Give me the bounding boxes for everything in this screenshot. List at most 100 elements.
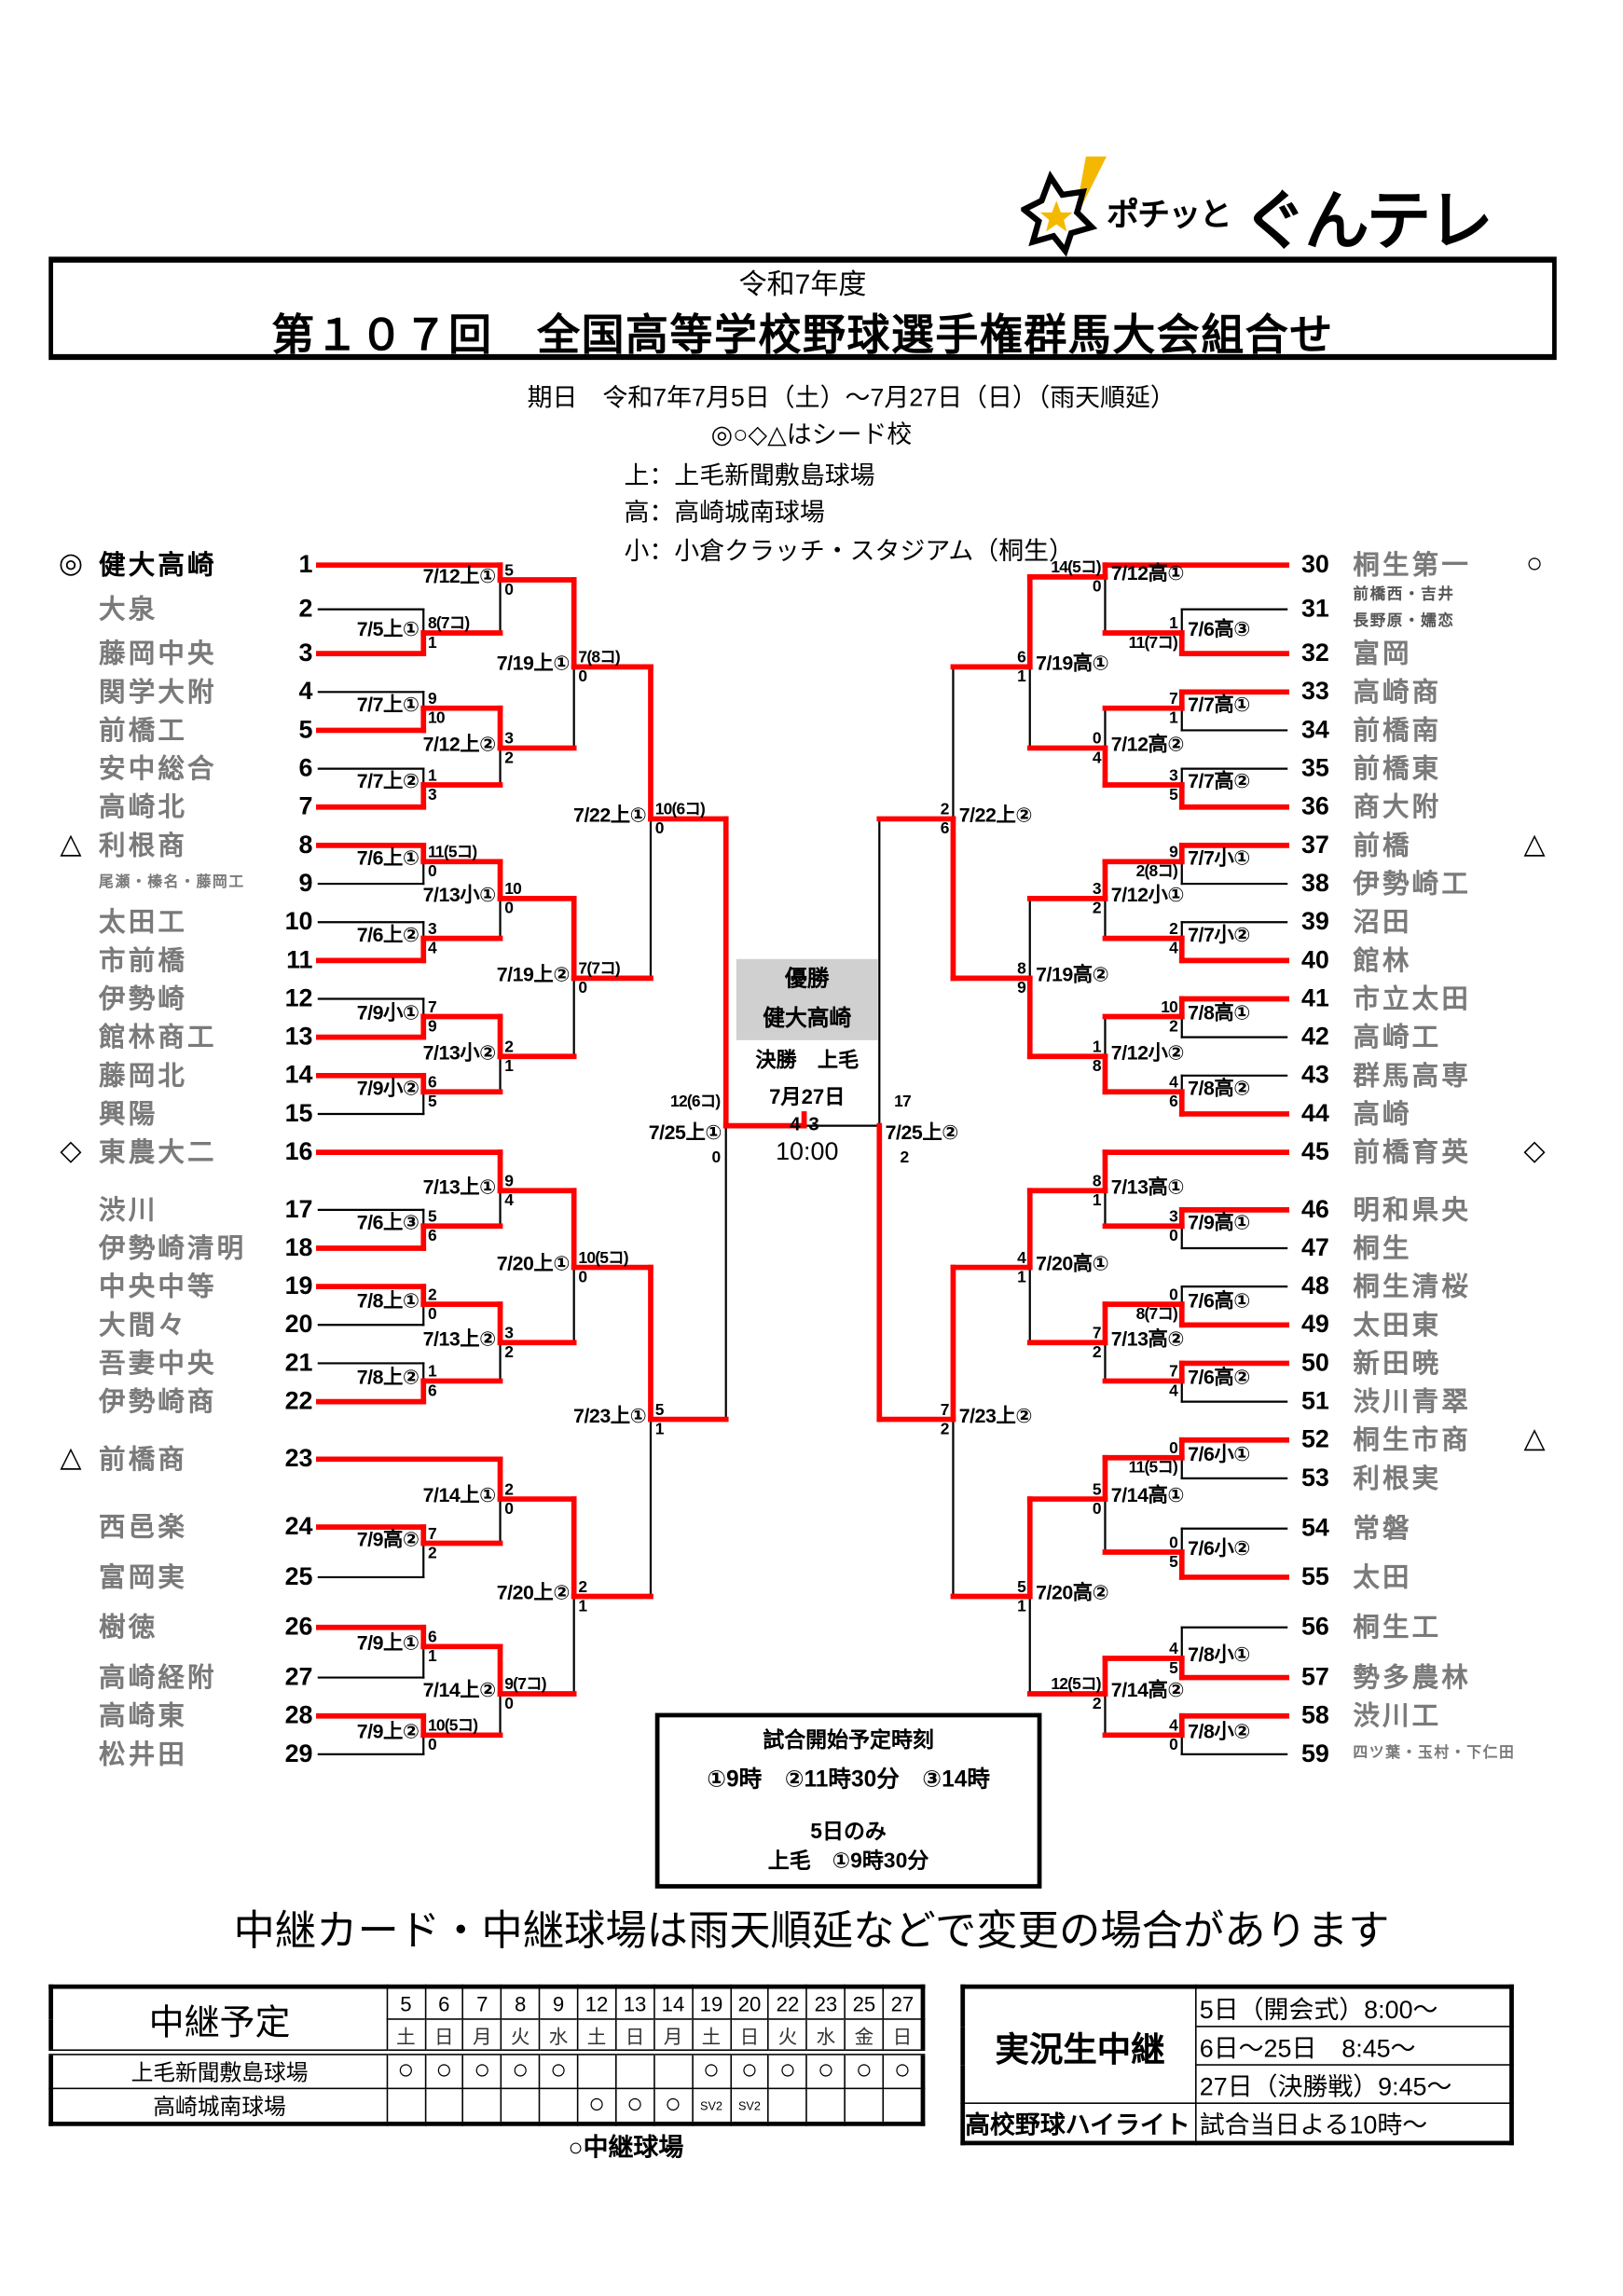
match-date: 7/20高① — [1036, 1252, 1109, 1275]
schedule-mark: ○ — [386, 2049, 426, 2090]
schedule-day: 20 — [729, 1986, 770, 2020]
schedule-weekday: 水 — [538, 2018, 579, 2054]
team-number: 24 — [284, 1512, 313, 1541]
schedule-day: 7 — [461, 1986, 502, 2020]
team-name: 富岡 — [1353, 639, 1412, 668]
team-name: 勢多農林 — [1353, 1662, 1471, 1693]
live-time-regular: 6日～25日 8:45～ — [1195, 2026, 1513, 2066]
team-number: 28 — [284, 1700, 313, 1729]
score-lower: 0 — [1092, 1500, 1102, 1519]
score-lower: 0 — [427, 862, 437, 881]
score-lower: 6 — [1169, 1093, 1178, 1111]
schedule-mark — [844, 2087, 885, 2125]
team-name: 前橋南 — [1353, 715, 1442, 746]
match-date: 7/8小② — [1188, 1720, 1250, 1743]
score-lower: 2 — [900, 1148, 909, 1167]
score-lower: 1 — [654, 1421, 665, 1439]
score-upper: 4 — [1017, 1249, 1026, 1268]
score-lower: 6 — [427, 1227, 437, 1245]
team-number: 34 — [1300, 715, 1329, 744]
schedule-title: 中継予定 — [49, 1986, 388, 2054]
schedule-mark — [424, 2087, 464, 2125]
team-number: 53 — [1300, 1464, 1329, 1492]
match-date: 7/12上① — [422, 565, 497, 587]
team-name: 前橋西・吉井 — [1353, 585, 1455, 604]
team-number: 7 — [298, 791, 313, 820]
schedule-day: 8 — [500, 1986, 541, 2020]
team-name: 明和県央 — [1353, 1195, 1471, 1225]
team-number: 41 — [1300, 983, 1329, 1012]
team-number: 49 — [1300, 1310, 1329, 1339]
score-lower: 1 — [1092, 1191, 1102, 1210]
schedule-day: 23 — [805, 1986, 846, 2020]
score-upper: 12(6コ) — [670, 1093, 721, 1111]
team-name: 高崎 — [1353, 1099, 1412, 1129]
score-upper: 9 — [504, 1173, 514, 1191]
team-name: 太田工 — [99, 907, 188, 938]
match-date: 7/14上② — [422, 1679, 497, 1701]
schedule-mark — [500, 2087, 541, 2125]
team-number: 46 — [1300, 1195, 1329, 1224]
team-name: 吾妻中央 — [99, 1348, 217, 1379]
team-number: 38 — [1300, 869, 1329, 898]
team-number: 3 — [298, 639, 313, 667]
score-upper: 2 — [940, 801, 950, 819]
score-upper: 4 — [1169, 1074, 1178, 1093]
score-upper: 7(7コ) — [578, 960, 620, 979]
seed-mark-icon: ◇ — [60, 1135, 82, 1167]
score-lower: 9 — [427, 1018, 437, 1037]
score-lower: 6 — [940, 819, 950, 838]
team-name: 市前橋 — [99, 945, 188, 976]
schedule-weekday: 日 — [614, 2018, 655, 2054]
score-upper: 0 — [1169, 1439, 1178, 1458]
score-upper: 8 — [1017, 960, 1026, 979]
score-upper: 3 — [427, 920, 437, 939]
match-date: 7/9高② — [356, 1528, 420, 1551]
score-upper: 17 — [894, 1093, 912, 1111]
team-number: 19 — [284, 1272, 313, 1300]
era-label: 令和7年度 — [738, 269, 867, 301]
final-date: 7月27日 — [769, 1084, 846, 1108]
start-times-title: 試合開始予定時刻 — [763, 1728, 934, 1753]
score-upper: 11(5コ) — [427, 844, 477, 862]
score-lower: 1 — [1017, 1269, 1026, 1287]
schedule-mark: ○ — [614, 2087, 655, 2125]
schedule-weekday: 水 — [805, 2018, 846, 2054]
team-name: 利根商 — [99, 831, 188, 860]
team-name: 館林 — [1353, 945, 1412, 976]
score-lower: 2 — [427, 1545, 437, 1563]
team-number: 21 — [284, 1348, 313, 1377]
score-lower: 4 — [504, 1191, 514, 1210]
start-times-note1: 5日のみ — [810, 1821, 887, 1845]
team-number: 40 — [1300, 945, 1329, 974]
match-date: 7/6高③ — [1188, 618, 1250, 640]
match-date: 7/8上① — [356, 1289, 420, 1313]
team-number: 50 — [1300, 1348, 1329, 1377]
score-upper: 5 — [654, 1401, 665, 1420]
match-date: 7/19高② — [1036, 963, 1109, 986]
champion-label: 優勝 — [784, 966, 830, 992]
score-lower: 0 — [504, 581, 514, 599]
team-number: 55 — [1300, 1562, 1329, 1591]
team-number: 36 — [1300, 791, 1329, 820]
schedule-weekday: 日 — [424, 2018, 464, 2054]
schedule-mark — [538, 2087, 579, 2125]
match-date: 7/25上① — [648, 1121, 722, 1144]
team-number: 16 — [284, 1137, 313, 1166]
schedule-mark: ○ — [805, 2049, 846, 2090]
score-lower: 8 — [1092, 1057, 1102, 1076]
schedule-day: 19 — [691, 1986, 732, 2020]
score-upper: 0 — [1092, 730, 1102, 749]
team-name: 松井田 — [99, 1739, 188, 1769]
score-lower: 0 — [578, 1269, 587, 1287]
team-name: 関学大附 — [99, 677, 217, 708]
team-name: 安中総合 — [99, 753, 217, 784]
score-upper: 10 — [504, 880, 522, 899]
score-upper: 3 — [504, 730, 514, 749]
team-number: 47 — [1300, 1233, 1329, 1262]
score-lower: 2 — [1092, 900, 1102, 918]
score-upper: 7 — [427, 998, 437, 1017]
team-number: 30 — [1300, 550, 1329, 579]
score-upper: 1 — [1169, 614, 1178, 633]
